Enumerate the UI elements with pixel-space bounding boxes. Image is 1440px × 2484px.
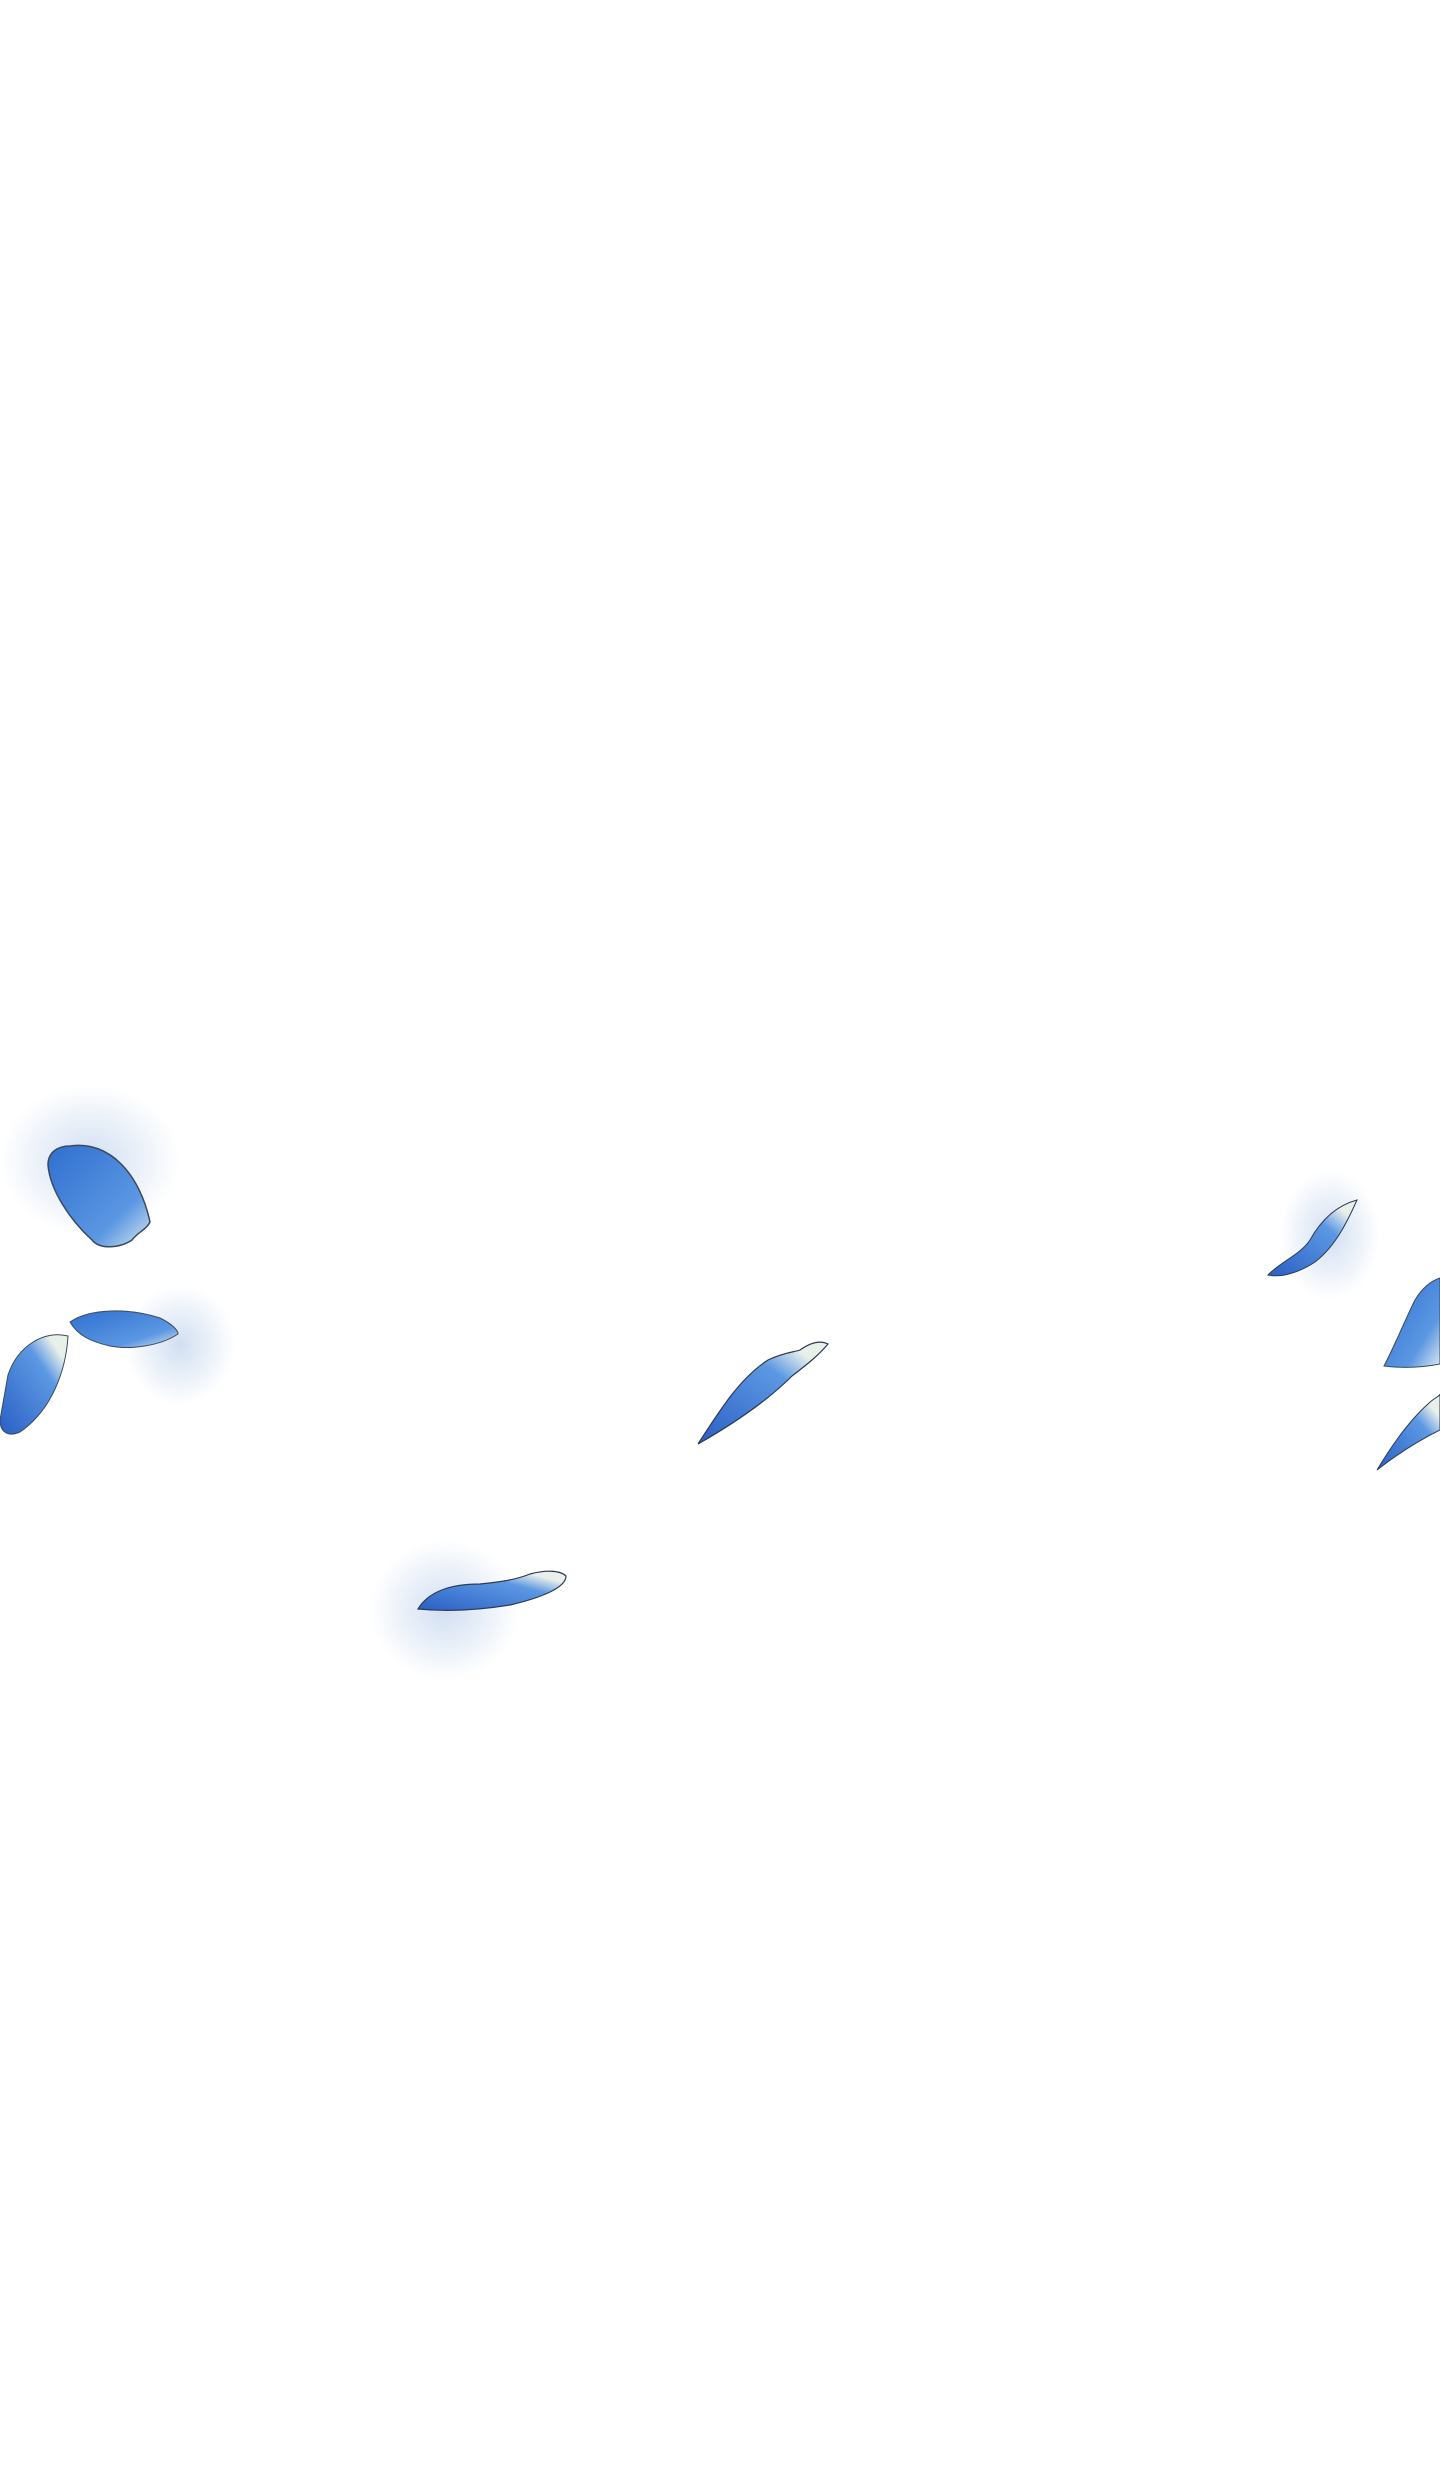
mist-cloud — [125, 1285, 235, 1405]
petal — [697, 1341, 829, 1445]
petal — [1376, 1393, 1440, 1471]
petal — [1383, 1277, 1440, 1368]
petal — [1267, 1199, 1358, 1277]
petal — [69, 1310, 179, 1348]
petal — [417, 1570, 567, 1612]
petal — [0, 1334, 69, 1435]
petal — [47, 1144, 151, 1248]
